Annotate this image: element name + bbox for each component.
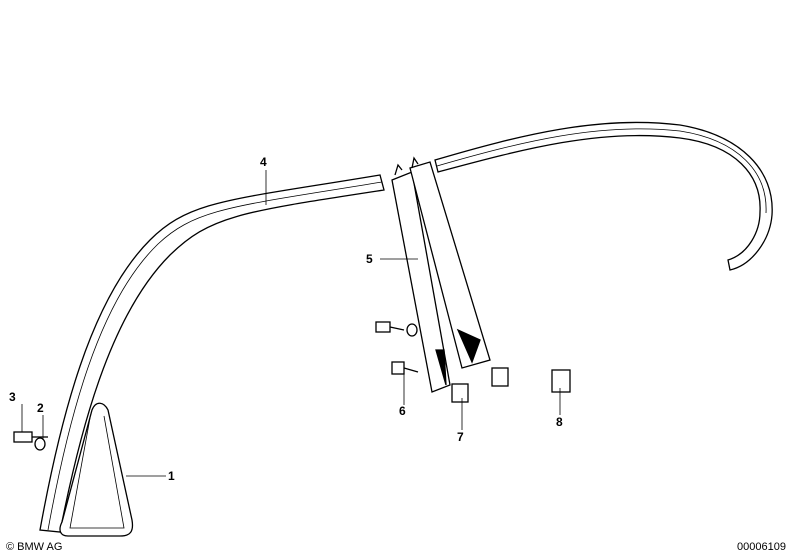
pillar-trim-left	[391, 171, 451, 393]
callout-2: 2	[37, 401, 44, 415]
diagram-number: 00006109	[737, 541, 786, 553]
callout-5: 5	[366, 252, 373, 266]
callout-7: 7	[457, 430, 464, 444]
screw-3	[13, 431, 48, 443]
copyright: © BMW AG	[6, 541, 63, 553]
callout-1: 1	[168, 469, 175, 483]
callout-6: 6	[399, 404, 406, 418]
callout-8: 8	[556, 415, 563, 429]
clip-7a	[451, 383, 469, 403]
callout-4: 4	[260, 155, 267, 169]
screw-6b	[391, 361, 419, 375]
washer-2	[34, 437, 46, 451]
screw-6a	[375, 321, 405, 333]
clip-8	[551, 369, 571, 393]
front-arch-trim	[39, 174, 385, 533]
rear-arch-trim	[434, 121, 773, 271]
triangle-cover	[59, 402, 134, 537]
clip-7b	[491, 367, 509, 387]
pillar-trim-right	[409, 161, 491, 369]
callout-3: 3	[9, 390, 16, 404]
